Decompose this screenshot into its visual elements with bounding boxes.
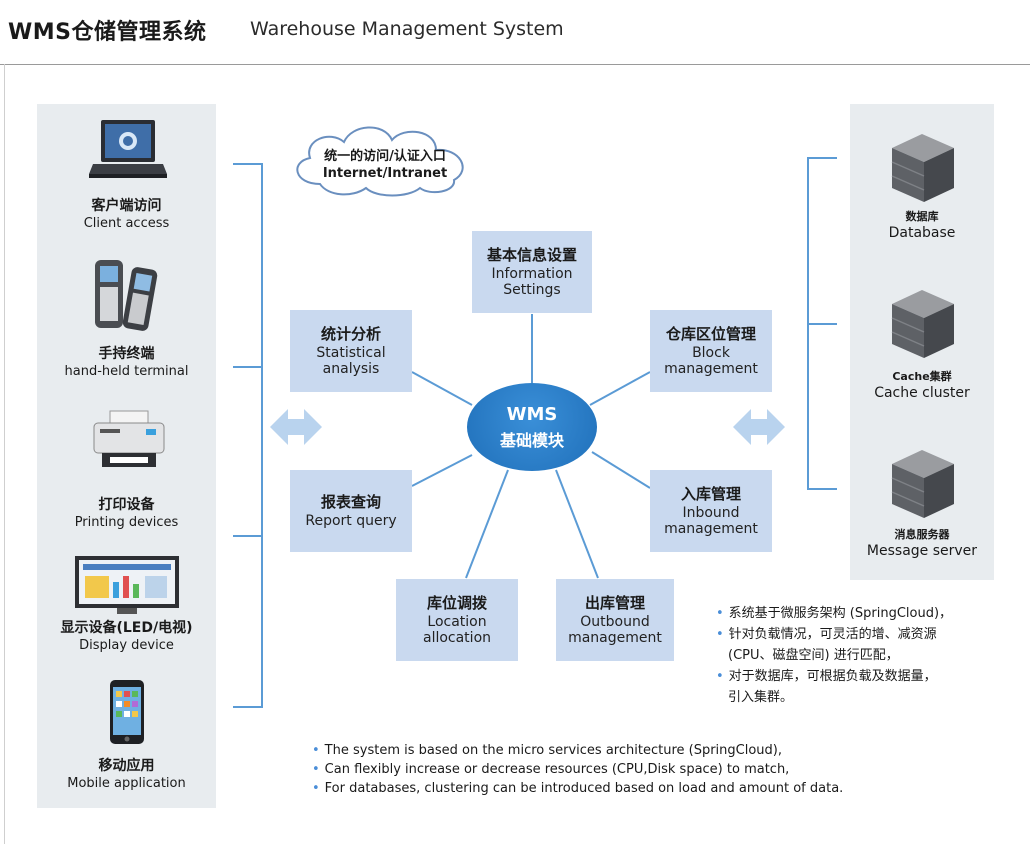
note-cn-item: (CPU、磁盘空间) 进行匹配， [728,648,899,663]
module-inbound-management: 入库管理 Inbound management [650,470,772,552]
spoke-block [589,371,651,406]
spoke-outbound [555,469,599,579]
server-icon [891,290,954,358]
header-divider [0,64,1030,65]
left-bracket-tick [233,706,263,708]
module-outbound-management: 出库管理 Outbound management [556,579,674,661]
server-icon [891,134,954,202]
page-title: WMS仓储管理系统 [8,20,207,45]
left-divider [4,64,5,844]
smartphone-icon [110,680,144,744]
spoke-inbound [591,451,651,489]
monitor-icon [75,556,179,614]
device-panel: 客户端访问 Client access 手持终端 hand-held termi… [37,104,216,808]
left-bracket-line [261,163,263,708]
module-report-query: 报表查询 Report query [290,470,412,552]
cloud-label: 统一的访问/认证入口 Internet/Intranet [322,149,448,181]
cloud-icon [296,126,464,197]
device-label-mobile: 移动应用 Mobile application [67,758,186,791]
double-arrow-left-icon [270,409,322,445]
right-bracket-tick [807,323,837,325]
device-label-handheld: 手持终端 hand-held terminal [64,346,189,379]
laptop-icon [89,120,167,178]
server-label-message: 消息服务器 Message server [866,528,978,559]
double-arrow-right-icon [733,409,785,445]
module-location-allocation: 库位调拨 Location allocation [396,579,518,661]
module-block-management: 仓库区位管理 Block management [650,310,772,392]
module-info-settings: 基本信息设置 Information Settings [472,231,592,313]
note-en-item: •The system is based on the micro servic… [312,743,782,758]
spoke-stats [411,371,473,406]
device-label-client: 客户端访问 Client access [83,198,170,231]
module-statistical-analysis: 统计分析 Statistical analysis [290,310,412,392]
note-cn-item: 引入集群。 [728,690,794,705]
note-cn-item: •系统基于微服务架构 (SpringCloud)， [716,606,953,621]
device-label-display: 显示设备(LED/电视) Display device [60,620,193,653]
note-en-item: •For databases, clustering can be introd… [312,781,844,796]
note-cn-item: •针对负载情况，可灵活的增、减资源 [716,627,937,642]
server-label-cache: Cache集群 Cache cluster [874,370,970,401]
right-bracket-tick [807,157,837,159]
device-label-printer: 打印设备 Printing devices [74,497,179,530]
spoke-location [465,469,509,579]
left-bracket-tick [233,163,263,165]
wms-hub: WMS 基础模块 [467,383,597,471]
page-subtitle: Warehouse Management System [250,18,564,40]
note-en-item: •Can flexibly increase or decrease resou… [312,762,790,777]
left-bracket-tick [233,535,263,537]
server-icon [891,450,954,518]
printer-icon [93,410,165,467]
server-label-database: 数据库 Database [888,210,956,241]
spoke-report [411,454,473,487]
notes-english: •The system is based on the micro servic… [312,741,843,798]
server-panel: 数据库 Database Cache集群 Cache cluster 消息服务器… [850,104,994,580]
left-bracket-tick [233,366,263,368]
right-bracket-tick [807,488,837,490]
handheld-icon [95,260,158,331]
note-cn-item: •对于数据库，可根据负载及数据量， [716,669,937,684]
notes-chinese: •系统基于微服务架构 (SpringCloud)， •针对负载情况，可灵活的增、… [716,603,952,708]
